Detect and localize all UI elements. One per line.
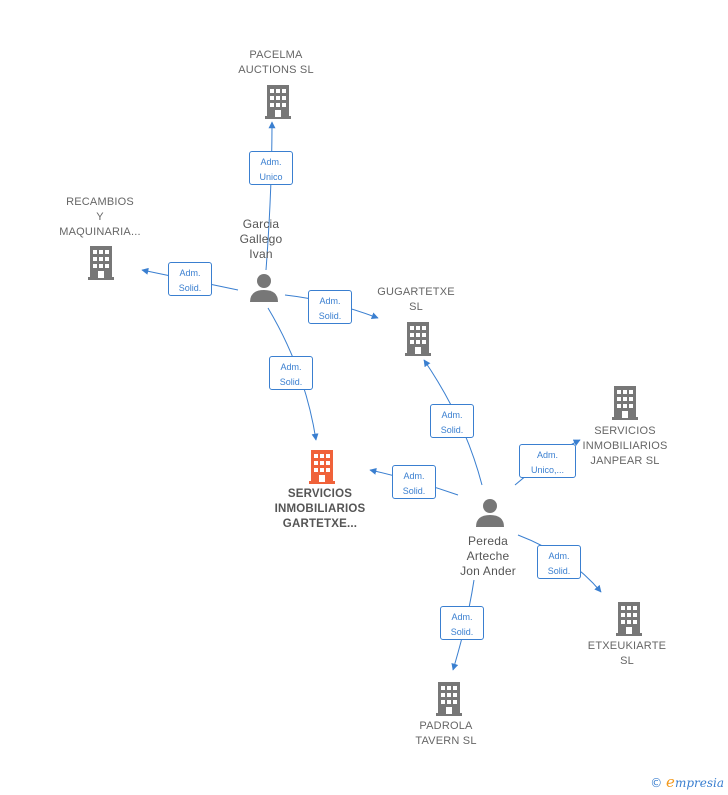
- building-icon[interactable]: [616, 600, 642, 636]
- node-label-gugartetxe[interactable]: GUGARTETXE SL: [377, 286, 455, 313]
- person-icon[interactable]: [248, 272, 280, 304]
- brand-initial: e: [666, 773, 675, 791]
- copyright-symbol: ©: [650, 776, 663, 790]
- node-label-servicios-janpear[interactable]: SERVICIOS INMOBILIARIOS JANPEAR SL: [582, 425, 668, 467]
- building-icon[interactable]: [88, 244, 114, 280]
- empresia-watermark: © empresia: [650, 773, 724, 791]
- relation-pereda-gugartetxe[interactable]: Adm. Solid.: [430, 404, 474, 438]
- building-icon[interactable]: [265, 83, 291, 119]
- relation-pereda-servicios[interactable]: Adm. Solid.: [392, 465, 436, 499]
- relation-pereda-janpear[interactable]: Adm. Unico,...: [519, 444, 576, 478]
- relation-pereda-padrola[interactable]: Adm. Solid.: [440, 606, 484, 640]
- brand-name: mpresia: [674, 776, 724, 790]
- building-icon[interactable]: [612, 384, 638, 420]
- building-icon[interactable]: [405, 320, 431, 356]
- edge-garcia-pacelma: [265, 121, 276, 271]
- node-label-recambios[interactable]: RECAMBIOS Y MAQUINARIA...: [59, 196, 141, 238]
- node-label-pereda[interactable]: Pereda Arteche Jon Ander: [460, 534, 516, 578]
- relation-garcia-pacelma[interactable]: Adm. Unico: [249, 151, 293, 185]
- relation-garcia-servicios[interactable]: Adm. Solid.: [269, 356, 313, 390]
- node-label-servicios-gartetxe[interactable]: SERVICIOS INMOBILIARIOS GARTETXE...: [274, 488, 366, 530]
- relation-pereda-etxeukiarte[interactable]: Adm. Solid.: [537, 545, 581, 579]
- node-label-garcia[interactable]: Garcia Gallego Ivan: [239, 217, 283, 261]
- node-label-padrola[interactable]: PADROLA TAVERN SL: [415, 720, 477, 747]
- building-icon[interactable]: [436, 680, 462, 716]
- relation-garcia-gugartetxe[interactable]: Adm. Solid.: [308, 290, 352, 324]
- node-label-pacelma[interactable]: PACELMA AUCTIONS SL: [238, 49, 314, 76]
- node-label-etxeukiarte[interactable]: ETXEUKIARTE SL: [587, 640, 667, 667]
- relation-garcia-recambios[interactable]: Adm. Solid.: [168, 262, 212, 296]
- building-icon-main[interactable]: [309, 448, 335, 484]
- person-icon[interactable]: [474, 497, 506, 529]
